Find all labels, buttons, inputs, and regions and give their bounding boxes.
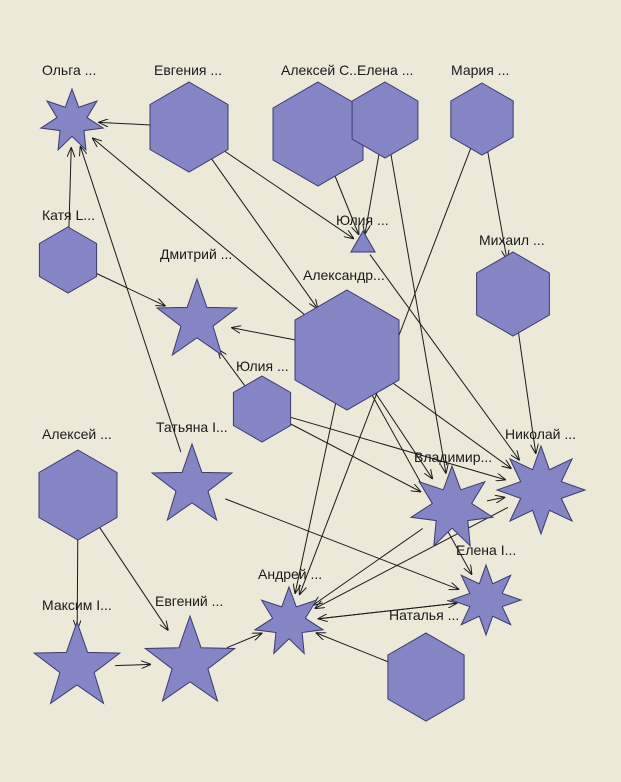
edge-alexandr-to-nikolay xyxy=(388,379,510,468)
node-katya[interactable]: Катя L... xyxy=(38,207,98,294)
node-elena_mid[interactable]: Елена I... xyxy=(449,542,523,637)
node-label: Андрей ... xyxy=(258,566,322,582)
node-label: Елена I... xyxy=(456,542,516,558)
node-label: Ольга ... xyxy=(42,62,96,78)
node-label: Алексей ... xyxy=(42,426,112,442)
edge-yulia_mid-to-dmitry xyxy=(218,350,246,387)
node-label: Юлия ... xyxy=(236,358,289,374)
edge-yulia_top-to-nikolay xyxy=(369,254,519,460)
node-shape-hexagon[interactable] xyxy=(38,226,98,294)
node-yulia_top[interactable]: Юлия ... xyxy=(336,212,389,253)
edge-yulia_mid-to-vladimir xyxy=(286,421,420,492)
node-label: Евгений ... xyxy=(155,593,223,609)
node-label: Николай ... xyxy=(505,426,576,442)
node-shape-hexagon[interactable] xyxy=(450,82,514,156)
node-label: Мария ... xyxy=(451,62,509,78)
node-label: Юлия ... xyxy=(336,212,389,228)
node-shape-star8[interactable] xyxy=(449,563,523,637)
node-alexey_left[interactable]: Алексей ... xyxy=(38,426,118,541)
node-shape-star5[interactable] xyxy=(150,442,234,522)
edge-vladimir-to-nikolay xyxy=(486,497,504,501)
edge-katya-to-olga xyxy=(69,148,71,233)
edge-alexandr-to-vladimir xyxy=(374,392,432,479)
node-label: Дмитрий ... xyxy=(160,246,232,262)
node-shape-star5[interactable] xyxy=(32,620,122,705)
edge-alexandr-to-dmitry xyxy=(232,328,297,341)
node-layer: Ольга ... Евгения ... Алексей С...Елена ..… xyxy=(32,62,587,722)
node-dmitry[interactable]: Дмитрий ... xyxy=(155,246,239,357)
node-maria[interactable]: Мария ... xyxy=(450,62,514,156)
edge-evgenia-to-olga xyxy=(99,122,151,125)
node-alexandr[interactable]: Александр... xyxy=(294,267,400,411)
edge-alexey_c-to-yulia_top xyxy=(334,174,359,234)
node-shape-star5[interactable] xyxy=(155,277,239,357)
node-shape-star7[interactable] xyxy=(253,585,325,655)
node-shape-hexagon[interactable] xyxy=(232,375,292,443)
node-alexey_c[interactable]: Алексей С... xyxy=(272,62,364,187)
node-tatyana[interactable]: Татьяна I... xyxy=(150,419,234,522)
node-evgeny[interactable]: Евгений ... xyxy=(143,593,237,703)
edge-elena_top-to-vladimir xyxy=(390,151,446,473)
edge-maxim-to-evgeny xyxy=(115,664,150,665)
node-yulia_mid[interactable]: Юлия ... xyxy=(232,358,292,443)
node-nikolay[interactable]: Николай ... xyxy=(495,426,587,536)
node-label: Наталья ... xyxy=(389,607,459,623)
node-shape-star7[interactable] xyxy=(39,87,105,152)
node-shape-hexagon[interactable] xyxy=(149,81,229,173)
edge-katya-to-dmitry xyxy=(93,271,164,306)
node-shape-hexagon[interactable] xyxy=(351,81,419,159)
edge-nikolay-to-andrey xyxy=(315,506,509,608)
node-label: Алексей С... xyxy=(281,62,361,78)
node-label: Михаил ... xyxy=(479,232,545,248)
node-label: Владимир... xyxy=(414,449,492,465)
node-shape-hexagon[interactable] xyxy=(387,632,465,722)
node-label: Максим I... xyxy=(42,597,112,613)
edge-maria-to-mikhail xyxy=(486,149,507,259)
edge-mikhail-to-nikolay xyxy=(517,329,536,453)
node-vladimir[interactable]: Владимир... xyxy=(409,449,495,548)
node-shape-star7[interactable] xyxy=(409,464,495,548)
node-shape-hexagon[interactable] xyxy=(272,81,364,187)
node-shape-hexagon[interactable] xyxy=(476,251,550,337)
node-label: Евгения ... xyxy=(154,62,222,78)
node-mikhail[interactable]: Михаил ... xyxy=(476,232,550,337)
node-label: Татьяна I... xyxy=(156,419,228,435)
node-shape-star8[interactable] xyxy=(495,444,587,536)
edge-natalya-to-andrey xyxy=(317,633,392,664)
edge-alexey_left-to-maxim xyxy=(77,533,78,629)
edge-alexandr-to-olga xyxy=(93,138,309,318)
edge-tatyana-to-elena_mid xyxy=(225,498,458,589)
node-elena_top[interactable]: Елена ... xyxy=(351,62,419,159)
node-label: Катя L... xyxy=(42,207,95,223)
node-shape-triangle[interactable] xyxy=(350,229,376,253)
edge-elena_top-to-yulia_top xyxy=(365,151,380,234)
node-olga[interactable]: Ольга ... xyxy=(39,62,105,152)
node-label: Елена ... xyxy=(357,62,413,78)
edge-alexandr-to-andrey xyxy=(295,399,337,593)
node-andrey[interactable]: Андрей ... xyxy=(253,566,325,655)
node-shape-hexagon[interactable] xyxy=(294,289,400,411)
edge-evgeny-to-andrey xyxy=(226,633,262,649)
edge-layer xyxy=(69,122,536,665)
node-label: Александр... xyxy=(303,267,385,283)
node-shape-hexagon[interactable] xyxy=(38,449,118,541)
edge-alexey_left-to-evgeny xyxy=(98,526,168,630)
node-shape-star5[interactable] xyxy=(143,614,237,703)
edge-evgenia-to-alexandr xyxy=(210,157,317,308)
node-evgenia[interactable]: Евгения ... xyxy=(149,62,229,173)
edge-tatyana-to-olga xyxy=(81,147,182,453)
edge-evgenia-to-yulia_top xyxy=(220,148,354,239)
edge-andrey-to-elena_mid xyxy=(318,603,457,620)
node-natalya[interactable]: Наталья ... xyxy=(387,607,465,722)
node-maxim[interactable]: Максим I... xyxy=(32,597,122,705)
edge-vladimir-to-andrey xyxy=(313,528,423,605)
edge-yulia_mid-to-nikolay xyxy=(288,416,505,480)
